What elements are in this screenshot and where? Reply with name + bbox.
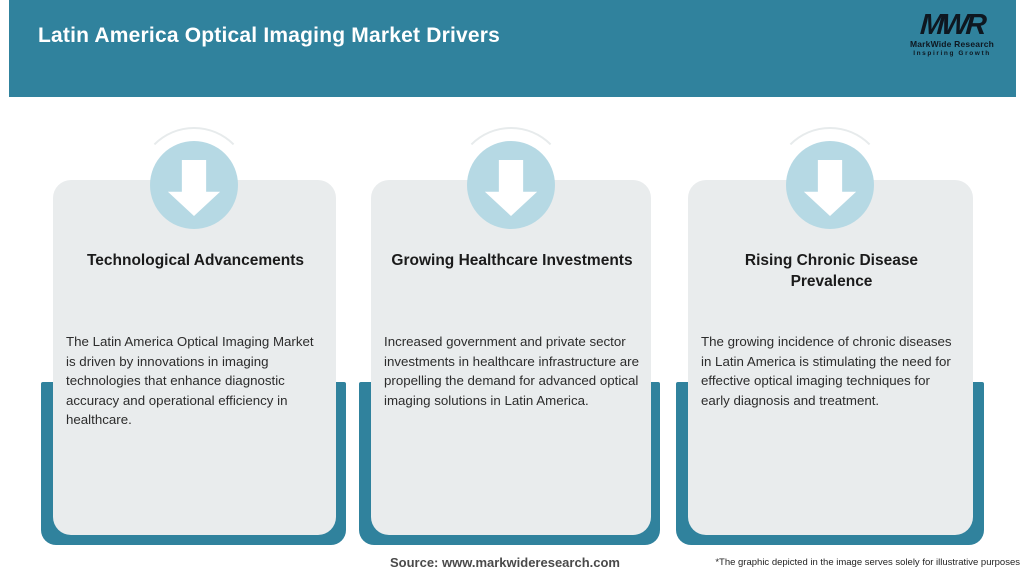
disclaimer-text: *The graphic depicted in the image serve…	[715, 557, 1020, 568]
down-arrow-icon	[483, 153, 539, 218]
card-description: The Latin America Optical Imaging Market…	[66, 334, 314, 427]
halo-arc	[773, 127, 887, 241]
icon-circle	[786, 141, 874, 229]
logo-monogram: MWR	[919, 9, 985, 41]
logo-name: MarkWide Research	[909, 39, 995, 49]
icon-circle	[467, 141, 555, 229]
down-arrow-icon	[166, 153, 222, 218]
card-title: Growing Healthcare Investments	[391, 252, 633, 269]
halo-arc	[137, 127, 251, 241]
card-title: Technological Advancements	[86, 252, 305, 269]
halo-arc	[454, 127, 568, 241]
down-arrow-icon	[802, 153, 858, 218]
card-title: Rising Chronic Disease Prevalence	[744, 252, 919, 290]
page-title: Latin America Optical Imaging Market Dri…	[38, 24, 501, 47]
card-description: The growing incidence of chronic disease…	[701, 334, 952, 408]
icon-circle	[150, 141, 238, 229]
card-description: Increased government and private sector …	[384, 334, 639, 408]
header-band: Latin America Optical Imaging Market Dri…	[9, 0, 1016, 97]
driver-card-technological-advancements: Technological Advancements The Latin Ame…	[53, 180, 336, 535]
source-text: Source: www.markwideresearch.com	[389, 555, 620, 570]
markwide-research-logo: MWR MarkWide Research Inspiring Growth	[904, 9, 1000, 57]
logo-tagline: Inspiring Growth	[913, 50, 991, 57]
